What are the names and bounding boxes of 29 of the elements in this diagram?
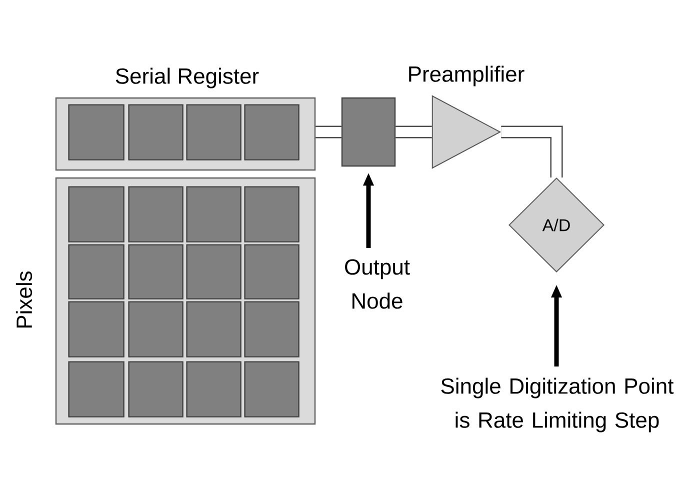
pixel-square	[68, 186, 124, 242]
pixel-square	[244, 186, 300, 242]
pixel-square	[186, 104, 242, 160]
pixel-square	[68, 244, 124, 300]
pixel-square	[128, 301, 184, 358]
pixel-square	[128, 361, 184, 418]
output-node-square	[341, 97, 396, 167]
heading-text: Serial Register	[116, 68, 259, 88]
pixel-square	[186, 361, 242, 418]
caption-text: Single Digitization Point is Rate Limiting Step	[441, 378, 674, 432]
pixel-square	[128, 186, 184, 242]
pixel-square	[186, 186, 242, 242]
caption-text: Output Node	[345, 259, 410, 309]
signal-line	[396, 126, 432, 138]
heading-text: Pixels	[16, 271, 32, 328]
pixel-square	[68, 301, 124, 358]
signal-line	[316, 126, 342, 138]
pixel-square	[68, 361, 124, 418]
pixel-square	[128, 244, 184, 300]
pixel-square	[186, 244, 242, 300]
pixel-square	[244, 301, 300, 358]
pixel-square	[128, 104, 184, 160]
pixel-square	[68, 104, 124, 160]
signal-line	[501, 126, 563, 178]
pixel-square	[244, 361, 300, 418]
pixel-square	[244, 104, 300, 160]
pixel-square	[244, 244, 300, 300]
pixel-square	[186, 301, 242, 358]
heading-text: Preamplifier	[409, 66, 524, 86]
